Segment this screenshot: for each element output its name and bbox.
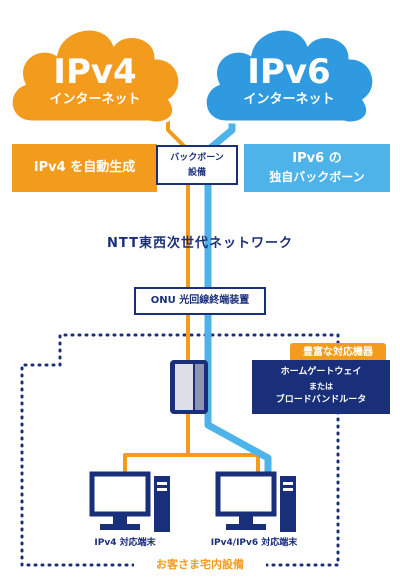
ipv6-cloud-subtitle: インターネット [243,92,335,107]
premises-label: お客さま宅内設備 [134,556,266,574]
ipv6-cloud-title: IPv6 [247,52,331,92]
ipv4-cloud [9,27,182,125]
premises-border [20,333,340,567]
pc-icon-right [215,471,296,532]
router-callout: ホームゲートウェイ または ブロードバンドルータ [252,360,390,414]
router-line1: ホームゲートウェイ [280,367,362,377]
ipv6-backbone-banner: IPv6 の 独自バックボーン [244,144,390,192]
backbone-box: バックボーン 設備 [156,145,238,185]
ipv6-cloud [203,27,376,125]
onu-box: ONU 光回線終端装置 [134,287,266,315]
terminal-left-label: IPv4 対応端末 [94,538,156,548]
backbone-line2: 設備 [187,168,206,178]
router-line3: ブロードバンドルータ [275,395,367,405]
ipv4-cloud-title: IPv4 [53,52,137,92]
ipv4-cloud-subtitle: インターネット [49,92,141,107]
backbone-line1: バックボーン [170,153,224,163]
router-line2: または [309,382,333,391]
router-tag: 豊富な対応機器 [290,343,386,363]
router-icon [170,360,208,414]
terminal-right-label: IPv4/IPv6 対応端末 [210,538,298,548]
ipv6-backbone-line2: 独自バックボーン [269,170,365,184]
ipv6-backbone-line1: IPv6 の [292,151,342,166]
ntt-network-label: NTT東西次世代ネットワーク [107,236,293,251]
pc-icon-left [89,471,170,532]
ipv4-auto-banner: IPv4 を自動生成 [12,144,157,192]
